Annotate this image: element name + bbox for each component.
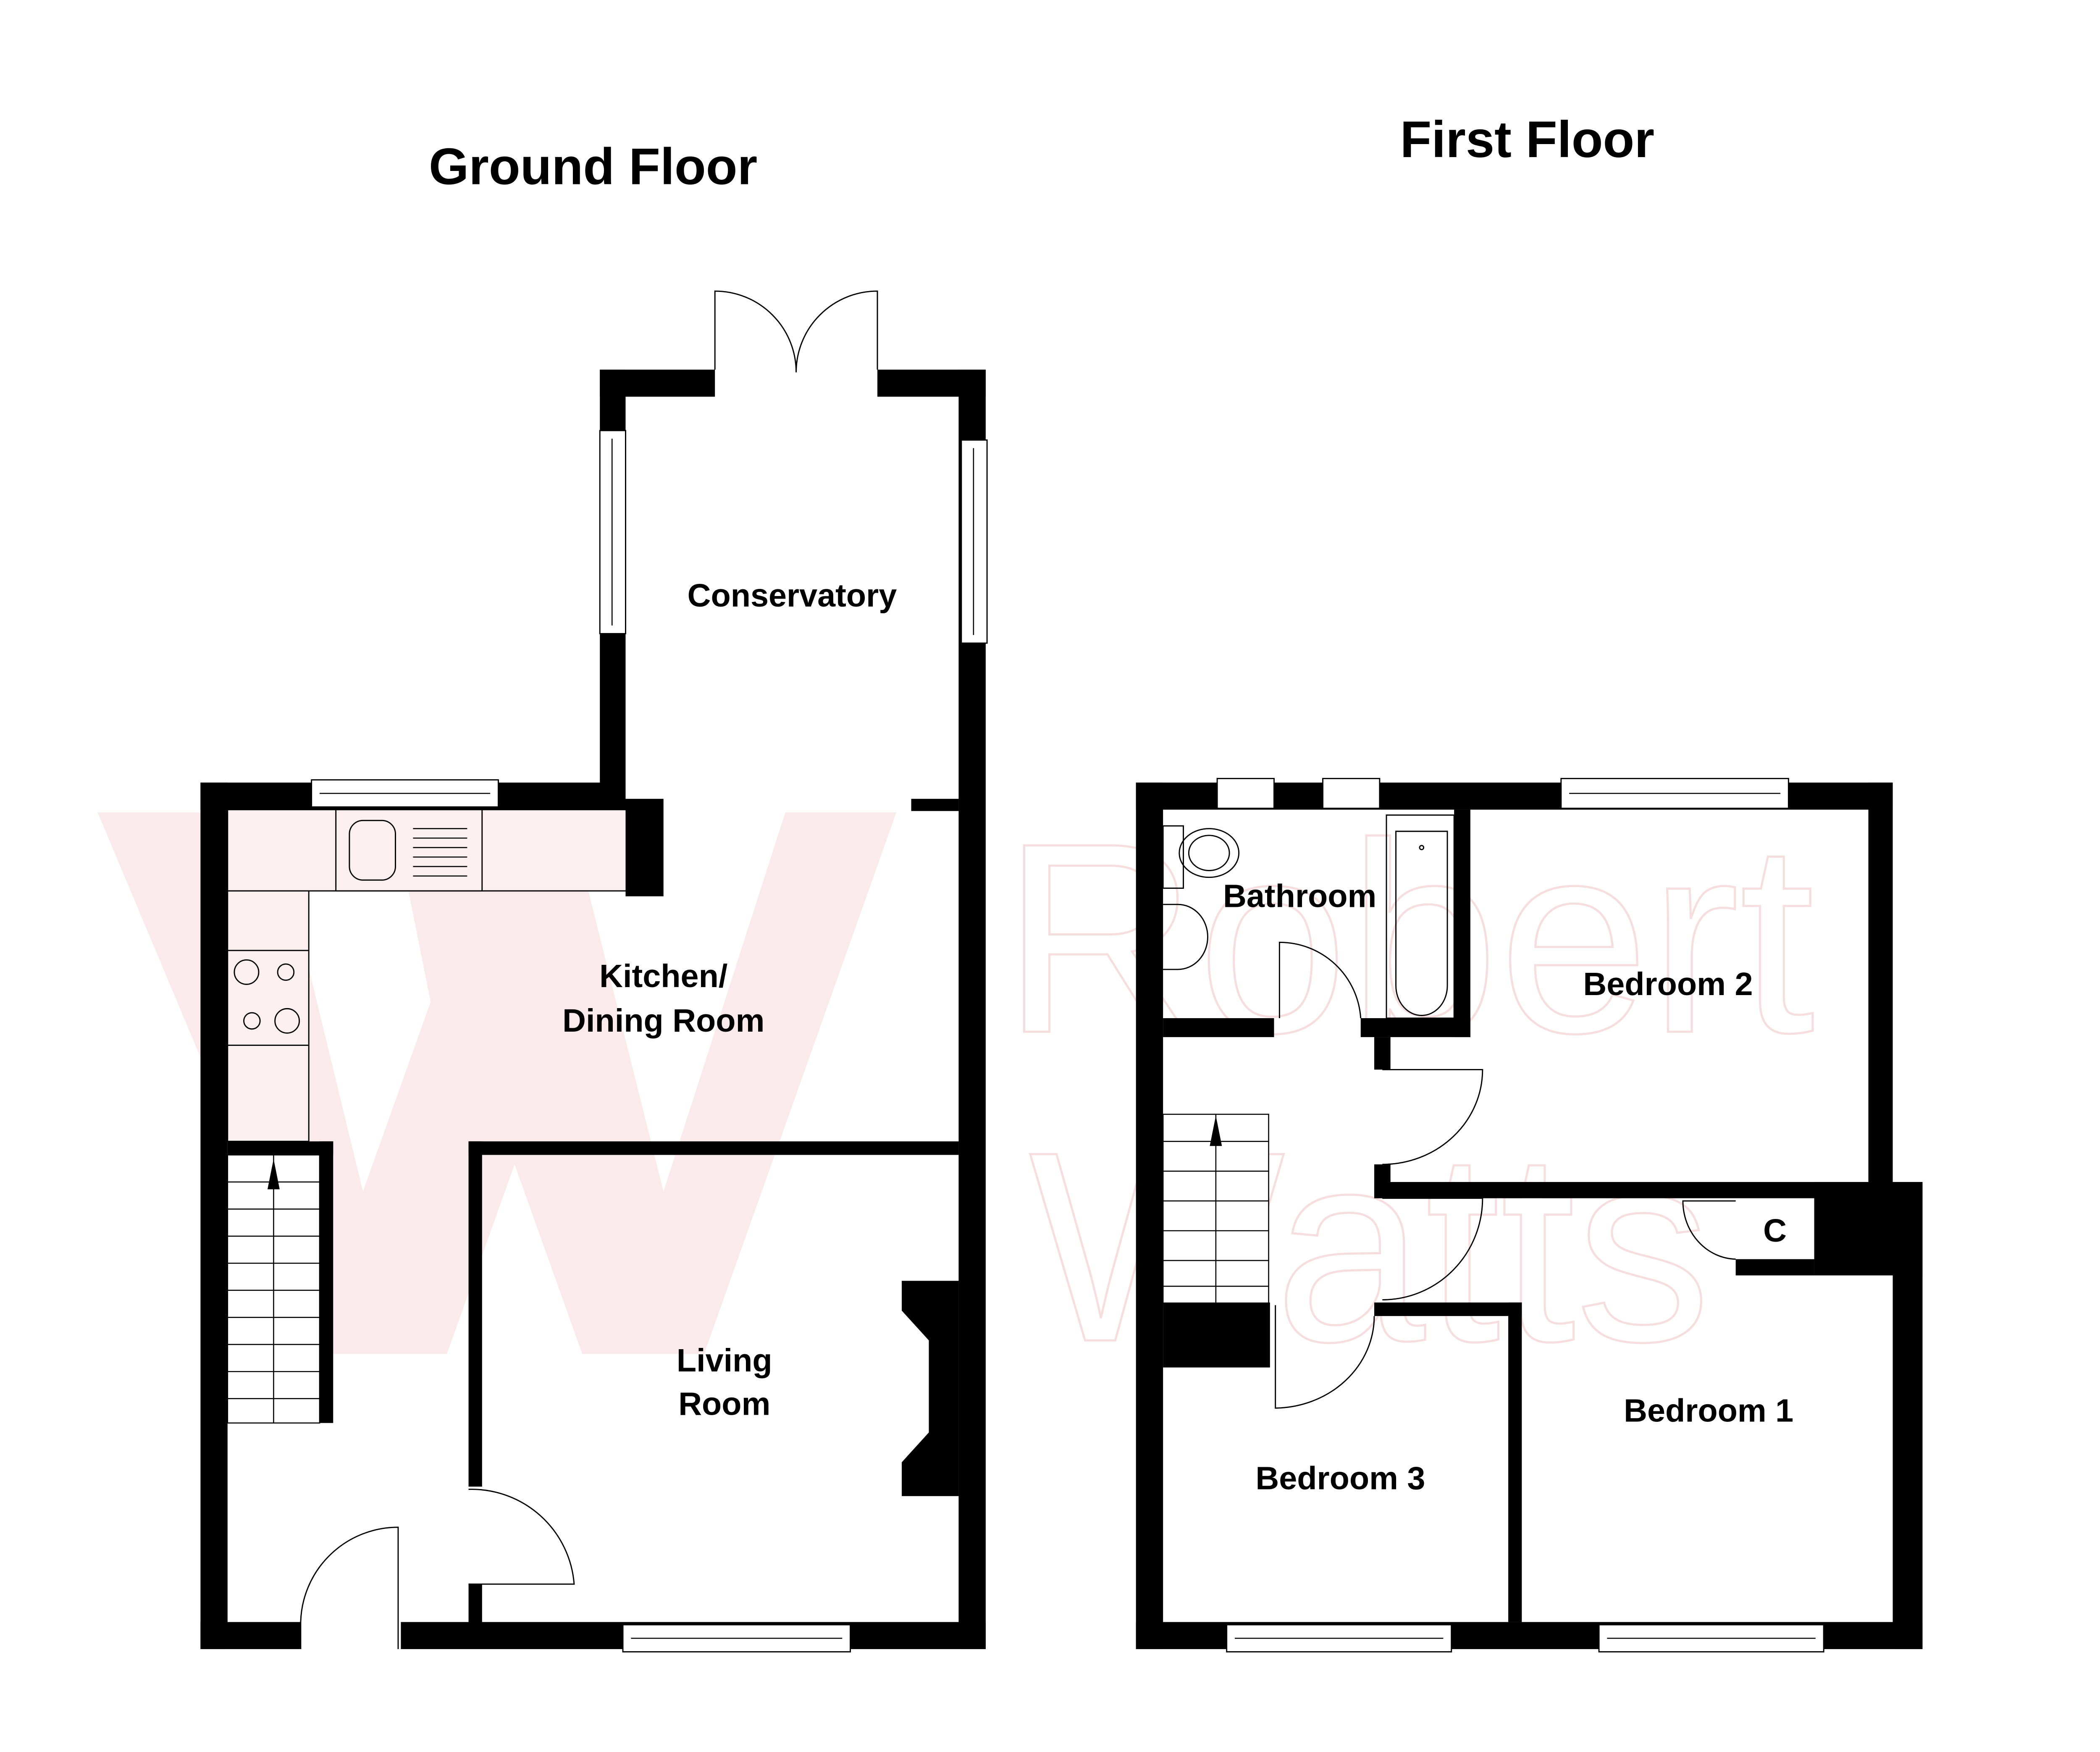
bathroom-window-1 xyxy=(1216,777,1275,809)
cupboard-door[interactable] xyxy=(1682,1200,1736,1260)
conservatory-french-door-right[interactable] xyxy=(795,290,878,373)
bedroom2-door[interactable] xyxy=(1382,1069,1483,1165)
ground-windows xyxy=(311,430,988,1652)
toilet-icon xyxy=(1179,828,1240,878)
room-label-cupboard: C xyxy=(1763,1213,1787,1249)
room-label-bedroom1: Bedroom 1 xyxy=(1624,1393,1793,1429)
bathroom-door[interactable] xyxy=(1278,941,1362,1019)
room-label-bedroom3: Bedroom 3 xyxy=(1255,1460,1425,1497)
chimney-block xyxy=(1163,1302,1270,1368)
watermark-text-line2: Watts xyxy=(1029,1095,1711,1398)
stair-arrow-icon xyxy=(267,1161,280,1190)
basin-icon xyxy=(1163,904,1208,970)
room-label-conservatory: Conservatory xyxy=(688,578,897,614)
drainer-icon xyxy=(413,828,467,877)
conservatory-right-window xyxy=(961,439,988,644)
ground-stairs xyxy=(227,1154,320,1424)
living-room-door[interactable] xyxy=(468,1489,575,1585)
first-doors xyxy=(1275,941,1736,1409)
kitchen-worktop-side xyxy=(227,890,310,1142)
room-label-kitchen-line2: Dining Room xyxy=(562,1003,764,1039)
room-label-kitchen-line1: Kitchen/ xyxy=(599,958,727,994)
bedroom1-door[interactable] xyxy=(1382,1198,1483,1300)
chimney-breast xyxy=(902,1281,959,1496)
sink-icon xyxy=(349,820,396,881)
first-floor-title: First Floor xyxy=(1400,110,1654,168)
conservatory-french-door-left[interactable] xyxy=(714,290,797,373)
room-label-bedroom2: Bedroom 2 xyxy=(1583,966,1753,1002)
bedroom3-door[interactable] xyxy=(1275,1305,1375,1409)
room-label-living-line1: Living xyxy=(677,1342,772,1379)
ground-floor-plan: Conservatory Kitchen/ Dining Room Living… xyxy=(200,290,988,1652)
stair-arrow-icon xyxy=(1210,1118,1222,1146)
ground-floor-title: Ground Floor xyxy=(429,137,757,195)
ground-doors xyxy=(300,290,878,1650)
front-door[interactable] xyxy=(300,1526,399,1650)
first-stairs xyxy=(1162,1114,1269,1305)
kitchen-worktop xyxy=(227,809,654,892)
room-label-bathroom: Bathroom xyxy=(1223,878,1376,914)
hob-icon xyxy=(227,950,309,1046)
bathroom-window-2 xyxy=(1322,777,1381,809)
first-windows xyxy=(1216,777,1824,1652)
first-floor-plan: Bathroom Bedroom 2 C Bedroom 1 Bedroom 3 xyxy=(1136,777,1923,1652)
conservatory-left-window xyxy=(599,430,626,634)
room-label-living-line2: Room xyxy=(678,1386,770,1422)
